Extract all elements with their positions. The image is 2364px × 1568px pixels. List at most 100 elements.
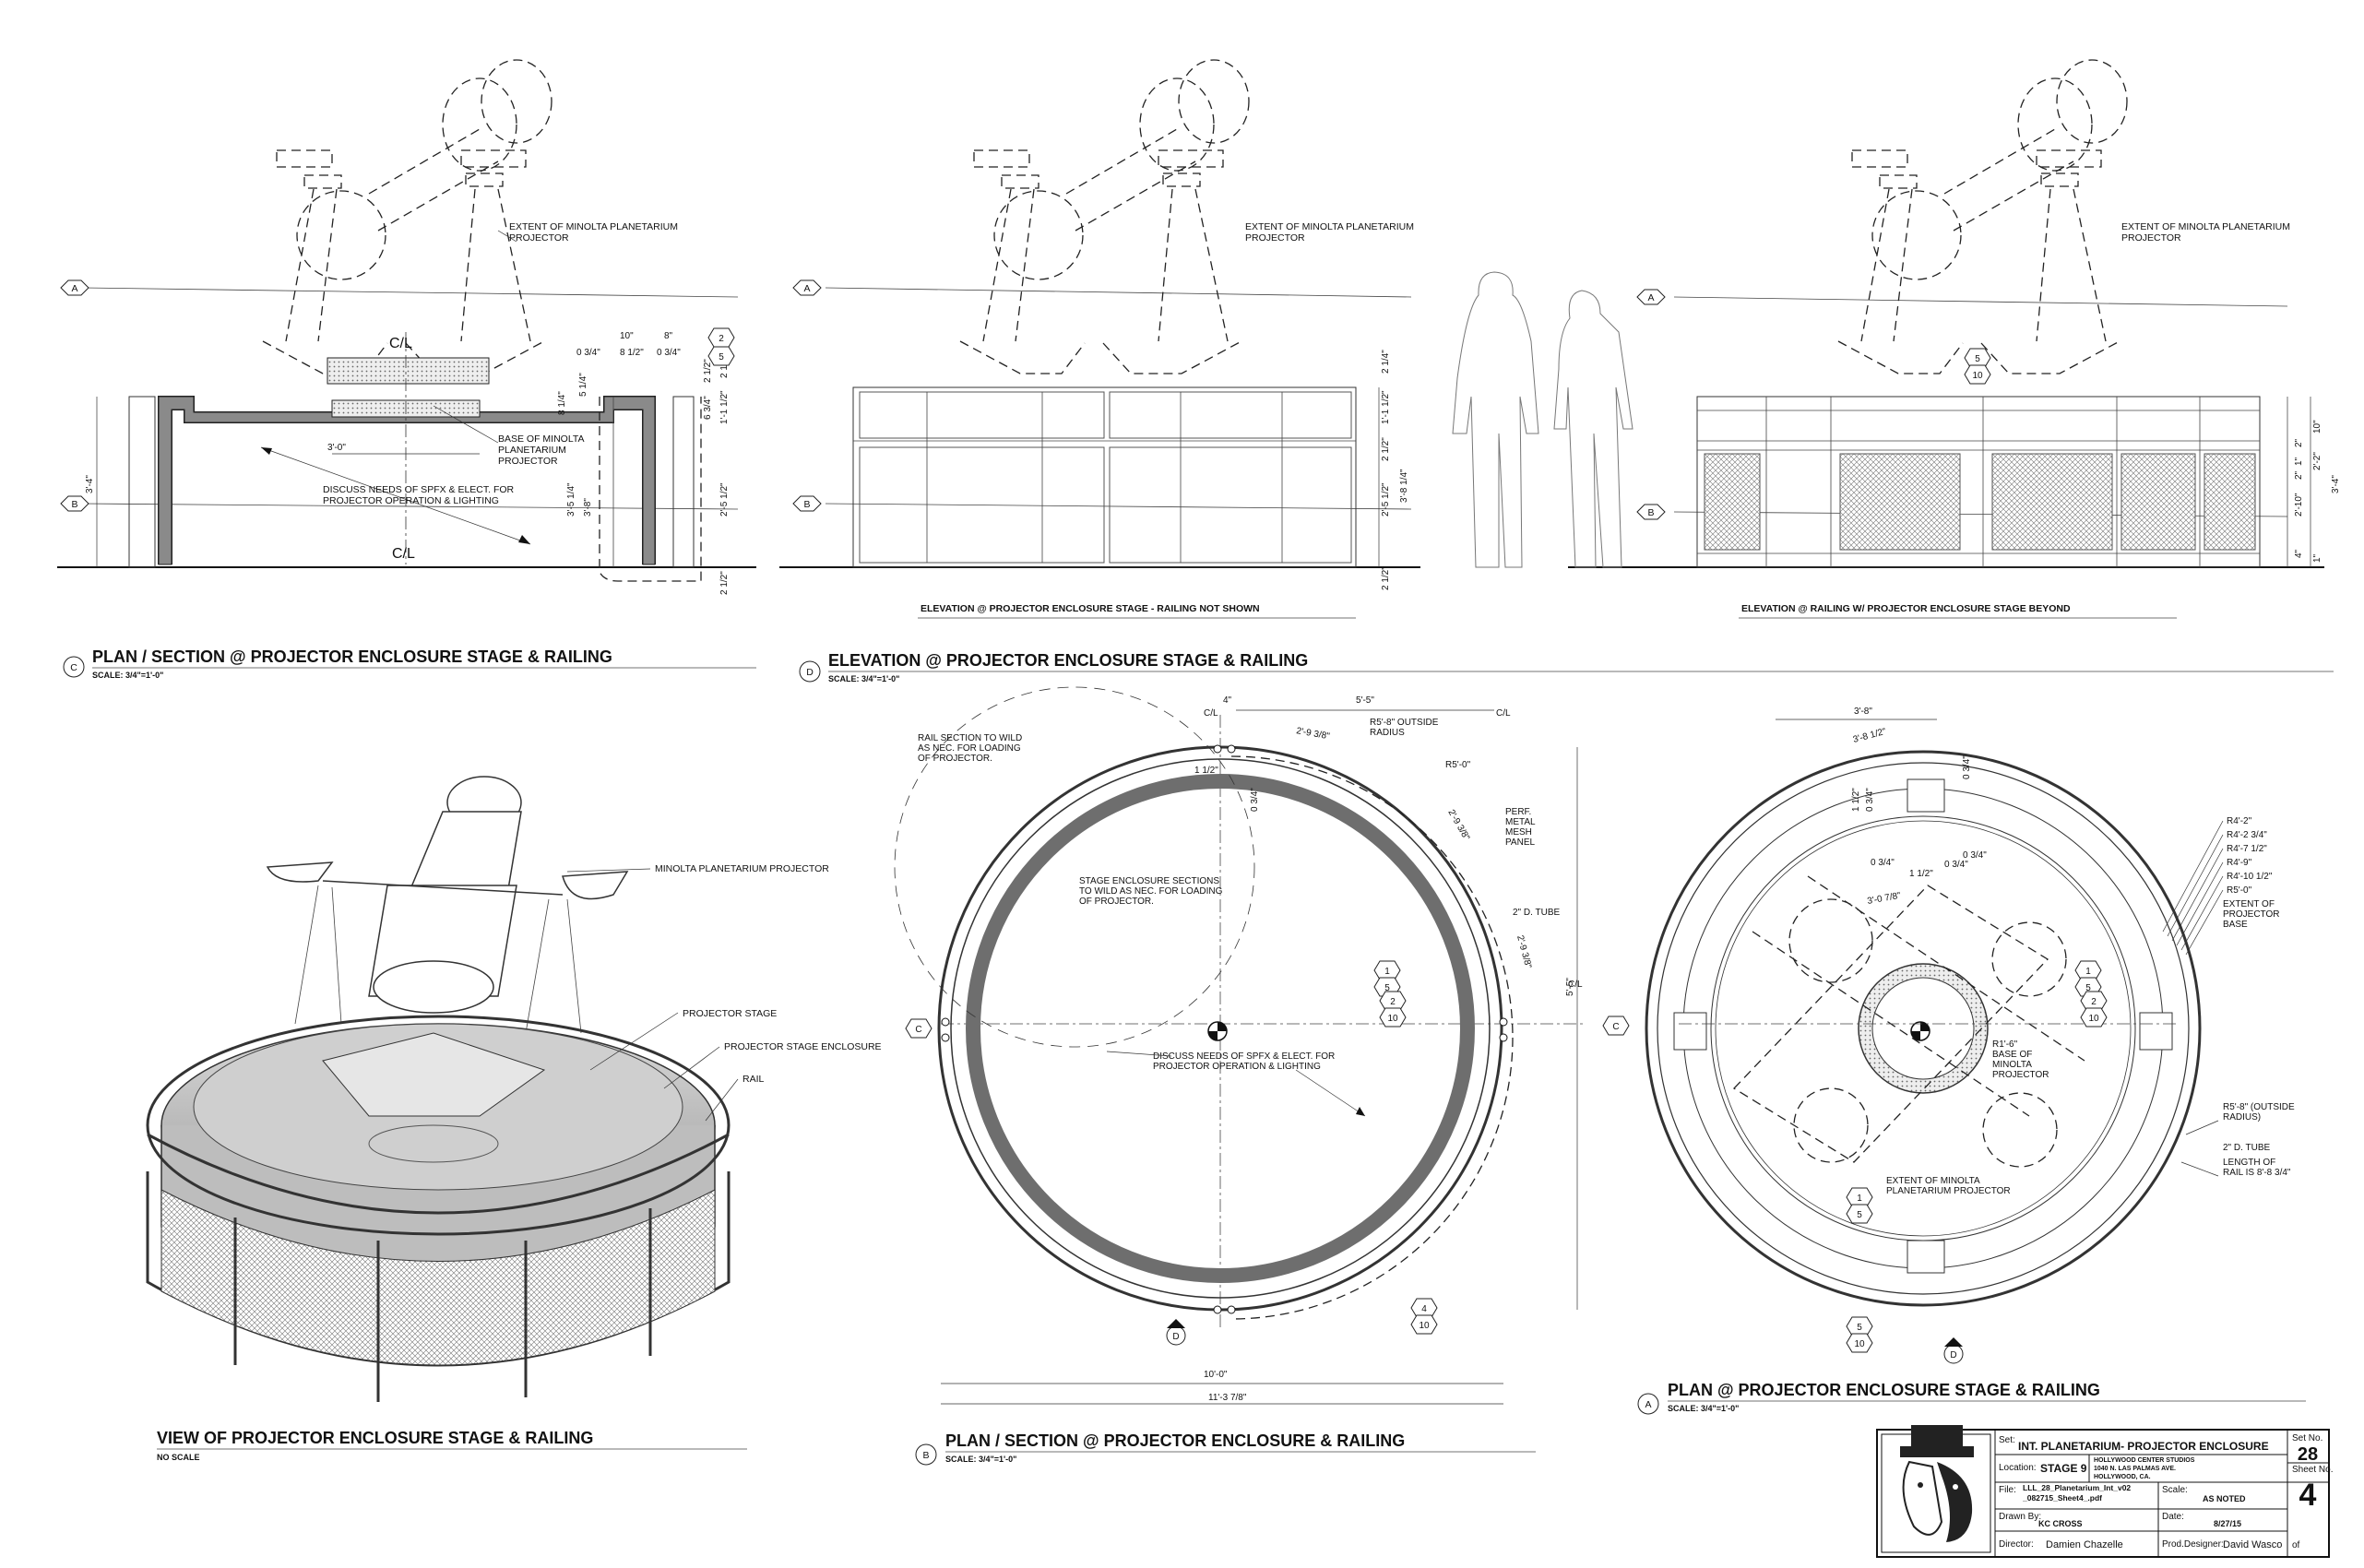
dim-d-r3: 3'-4" — [2331, 475, 2341, 493]
note-a-r1: R1'-6" — [1992, 1039, 2018, 1050]
tb-drawn-label: Drawn By: — [1999, 1512, 2041, 1522]
dim-d-r7: 4" — [2294, 549, 2304, 558]
radius-5: R5'-0" — [2227, 885, 2252, 896]
dim-c-3ft: 3'-0" — [327, 443, 346, 453]
note-b-perf: PERF. METAL MESH PANEL — [1505, 807, 1536, 848]
dim-b-11ft: 11'-3 7/8" — [1208, 1393, 1247, 1403]
view-a-scale: SCALE: 3/4"=1'-0" — [1668, 1404, 1739, 1413]
level-line-b-mid: B — [792, 495, 1412, 512]
note-a-extent: EXTENT OF MINOLTA PLANETARIUM PROJECTOR — [1886, 1176, 2011, 1196]
view-b-title: PLAN / SECTION @ PROJECTOR ENCLOSURE & R… — [945, 1431, 1405, 1450]
dim-d-l1: 1'-1 1/2" — [1381, 390, 1391, 424]
section-mark-d-a: D — [1943, 1337, 1964, 1364]
radii-callouts: R4'-2" R4'-2 3/4" R4'-7 1/2" R4'-9" R4'-… — [2162, 816, 2273, 956]
dim-d-r0: 10" — [2312, 420, 2322, 434]
detail-ref-a-1: 1 5 — [2074, 960, 2102, 997]
view-c-plan-section: C/L C/L 3'-0" 3'-4" 3'-5 1/4" 3'-8" 2'-5… — [57, 221, 756, 680]
tb-set-label: Set: — [1999, 1435, 2015, 1445]
view-3d: MINOLTA PLANETARIUM PROJECTOR PROJECTOR … — [146, 776, 882, 1462]
view-a-marker: A — [1645, 1399, 1651, 1410]
dim-b-112: 1 1/2" — [1194, 766, 1218, 776]
tb-set-value: INT. PLANETARIUM- PROJECTOR ENCLOSURE — [2018, 1440, 2269, 1453]
tb-setno: 28 — [2298, 1444, 2318, 1465]
dim-a-4: 0 3/4" — [1871, 858, 1895, 868]
ref-b4-num: 4 — [1421, 1304, 1427, 1314]
dim-d-l3: 3'-8 1/4" — [1399, 469, 1409, 503]
studio-logo — [1900, 1425, 1974, 1542]
dim-a-2: 1 1/2" — [1851, 788, 1861, 812]
view-d-title: ELEVATION @ PROJECTOR ENCLOSURE STAGE & … — [828, 651, 1308, 670]
note-b-tube: 2" D. TUBE — [1513, 908, 1560, 918]
tb-file-label: File: — [1999, 1485, 2016, 1495]
tb-date-label: Date: — [2162, 1512, 2184, 1522]
note-b-outside: R5'-8" OUTSIDE RADIUS — [1370, 718, 1439, 738]
note-a-tube: 2" D. TUBE — [2223, 1143, 2270, 1153]
cl-top: C/L — [389, 336, 412, 351]
dim-b-034: 0 3/4" — [1250, 788, 1260, 812]
section-mark-d: D — [1166, 1319, 1186, 1346]
dim-b-293a: 2'-9 3/8" — [1295, 726, 1330, 742]
tb-director-value: Damien Chazelle — [2046, 1539, 2123, 1550]
dim-c-5q: 5 1/4" — [578, 373, 588, 397]
dim-c-10: 10" — [620, 331, 634, 341]
tb-director-label: Director: — [1999, 1539, 2034, 1550]
tb-studio-3: HOLLYWOOD, CA. — [2094, 1474, 2151, 1480]
dim-b-293c: 2'-9 3/8" — [1515, 934, 1533, 970]
dim-c-3ft4: 3'-4" — [85, 475, 95, 493]
ref-a3-sheet: 5 — [1857, 1210, 1862, 1220]
note-d-extent-2: EXTENT OF MINOLTA PLANETARIUM PROJECTOR — [2121, 221, 2290, 244]
tb-date-value: 8/27/15 — [2214, 1519, 2241, 1528]
detail-ref-b-1: 1 5 — [1373, 960, 1401, 997]
level-marker-b: B — [71, 499, 77, 510]
dim-d-l4: 2'-5 1/2" — [1381, 482, 1391, 517]
detail-ref-a-2: 2 10 — [2080, 991, 2108, 1028]
view-d-scale: SCALE: 3/4"=1'-0" — [828, 674, 899, 683]
dim-a-5: 0 3/4" — [1963, 850, 1987, 861]
tb-file-value: LLL_28_Planetarium_Int_v02 _082715_Sheet… — [2023, 1483, 2132, 1503]
cl-b-2: C/L — [1496, 708, 1511, 719]
tb-scale-value: AS NOTED — [2203, 1494, 2246, 1503]
label-3d-projector: MINOLTA PLANETARIUM PROJECTOR — [655, 863, 829, 874]
dim-d-r8: 1" — [2312, 553, 2322, 563]
dim-a-3: 0 3/4" — [1865, 788, 1875, 812]
view-a-plan: 3'-8" 3'-8 1/2" 1 1/2" 0 3/4" 0 3/4" 0 3… — [1602, 707, 2306, 1415]
ref-b2-num: 2 — [1390, 997, 1396, 1007]
dim-a-9: 3'-0 7/8" — [1867, 891, 1902, 907]
tb-location-label: Location: — [1999, 1463, 2037, 1473]
ref-b2-sheet: 10 — [1387, 1014, 1398, 1024]
view-c-title: PLAN / SECTION @ PROJECTOR ENCLOSURE STA… — [92, 647, 612, 666]
level-marker-a: A — [71, 283, 77, 294]
section-mark-c-a-label: C — [1612, 1022, 1619, 1032]
view-b-plan-section: 10'-0" 11'-3 7/8" 5'-5" 5'-5" 4" 2'-9 3/… — [894, 686, 1586, 1466]
detail-ref-b-2: 2 10 — [1379, 991, 1407, 1028]
tb-location-value: STAGE 9 — [2040, 1462, 2087, 1475]
tb-setno-label: Set No. — [2292, 1433, 2322, 1443]
level-line-a-left: A — [60, 279, 739, 298]
ref-a1-sheet: 5 — [2085, 983, 2091, 993]
dim-d-r6: 2'-10" — [2294, 493, 2304, 517]
tb-designer-label: Prod.Designer: — [2162, 1539, 2224, 1550]
tb-sheetno: 4 — [2299, 1478, 2317, 1513]
view-b-scale: SCALE: 3/4"=1'-0" — [945, 1455, 1016, 1464]
sub-caption-1: ELEVATION @ PROJECTOR ENCLOSURE STAGE - … — [921, 603, 1260, 614]
view-d-marker: D — [806, 667, 814, 678]
label-3d-stage: PROJECTOR STAGE — [683, 1008, 777, 1019]
dim-d-r4: 1" — [2294, 457, 2304, 466]
dim-a-0: 3'-8" — [1854, 707, 1872, 717]
note-c-discuss: DISCUSS NEEDS OF SPFX & ELECT. FOR PROJE… — [323, 484, 515, 506]
note-c-base: BASE OF MINOLTA PLANETARIUM PROJECTOR — [498, 434, 584, 467]
level-line-a-right: A — [1636, 289, 2288, 307]
view-c-marker: C — [70, 662, 77, 673]
dim-d-r1: 2" — [2294, 438, 2304, 447]
detail-ref-b-4: 4 10 — [1410, 1298, 1438, 1335]
dim-c-2ft5: 2'-5 1/2" — [719, 482, 730, 517]
view-3d-scale: NO SCALE — [157, 1453, 200, 1462]
note-a-outside: R5'-8" (OUTSIDE RADIUS) — [2223, 1102, 2295, 1123]
detail-ref-d-num: 5 — [1975, 354, 1980, 364]
cl-b-3: C/L — [1568, 980, 1583, 990]
dim-c-8: 8" — [664, 331, 673, 341]
note-a-rail-length: LENGTH OF RAIL IS 8'-8 3/4" — [2223, 1158, 2291, 1178]
dim-b-293b: 2'-9 3/8" — [1445, 808, 1471, 843]
note-a-base: BASE OF MINOLTA PROJECTOR — [1992, 1050, 2049, 1080]
